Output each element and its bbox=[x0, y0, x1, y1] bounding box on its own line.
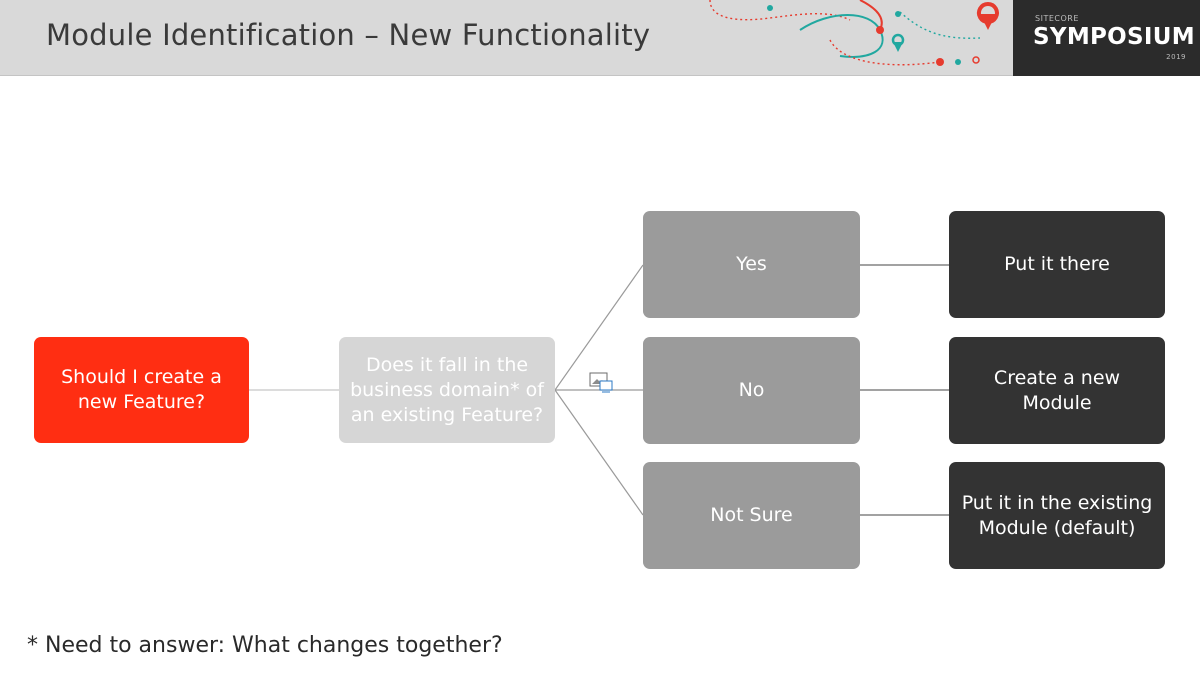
logo-year-text: 2019 bbox=[1166, 53, 1186, 61]
connector-question-yes bbox=[554, 264, 644, 391]
sitecore-symposium-logo: SITECORE SYMPOSIUM 2019 bbox=[1013, 0, 1200, 76]
result-node-existing-module: Put it in the existing Module (default) bbox=[949, 462, 1165, 569]
question-node: Does it fall in the business domain* of … bbox=[339, 337, 555, 443]
logo-sitecore-text: SITECORE bbox=[1035, 14, 1079, 23]
map-route-decoration bbox=[709, 0, 999, 66]
slide-title: Module Identification – New Functionalit… bbox=[46, 18, 651, 52]
result-node-create-module: Create a new Module bbox=[949, 337, 1165, 444]
answer-node-not-sure: Not Sure bbox=[643, 462, 860, 569]
slide-header: Module Identification – New Functionalit… bbox=[0, 0, 1200, 76]
logo-symposium-text: SYMPOSIUM bbox=[1033, 24, 1195, 50]
connector-question-notsure bbox=[554, 389, 644, 516]
result-node-put-it-there: Put it there bbox=[949, 211, 1165, 318]
footnote: * Need to answer: What changes together? bbox=[27, 633, 503, 658]
answer-node-no: No bbox=[643, 337, 860, 444]
answer-node-yes: Yes bbox=[643, 211, 860, 318]
start-node: Should I create a new Feature? bbox=[34, 337, 249, 443]
insert-image-icon[interactable] bbox=[589, 371, 613, 393]
